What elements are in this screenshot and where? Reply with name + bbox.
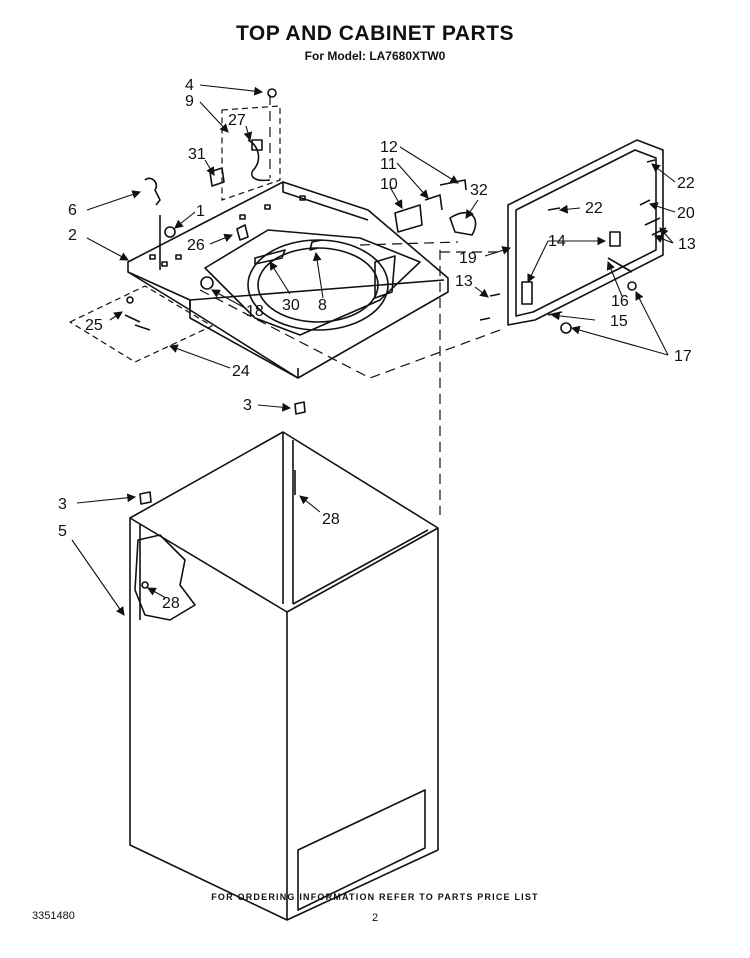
callout-25: 25 [85, 317, 103, 334]
leader-lines [71, 84, 676, 616]
hardware-pieces [124, 88, 667, 505]
callout-16: 16 [611, 293, 629, 310]
callout-18: 18 [246, 303, 264, 320]
callout-1: 1 [196, 203, 205, 220]
callout-11: 11 [380, 156, 397, 173]
part-27-wire [247, 139, 271, 182]
washer-lid [507, 139, 664, 326]
callout-3-side: 3 [58, 496, 67, 513]
callout-28-back: 28 [322, 511, 340, 528]
callout-labels: 4 9 27 31 6 1 2 26 25 24 18 30 8 10 11 1… [58, 77, 696, 612]
part-24-box [69, 285, 213, 363]
callout-13-hinge: 13 [678, 236, 696, 253]
ordering-note: FOR ORDERING INFORMATION REFER TO PARTS … [211, 892, 539, 902]
callout-22-lid: 22 [585, 200, 603, 217]
callout-32: 32 [470, 182, 488, 199]
callout-22-corner: 22 [677, 175, 695, 192]
callout-31: 31 [188, 146, 206, 163]
callout-27: 27 [228, 112, 246, 129]
callout-14: 14 [548, 233, 566, 250]
callout-15: 15 [610, 313, 628, 330]
callout-2: 2 [68, 227, 77, 244]
page-title: TOP AND CABINET PARTS [235, 22, 515, 45]
callout-3-top: 3 [243, 397, 252, 414]
page-number: 2 [372, 912, 379, 924]
callout-28-front: 28 [162, 595, 180, 612]
callout-26: 26 [187, 237, 205, 254]
callout-10: 10 [380, 176, 398, 193]
callout-12: 12 [380, 139, 398, 156]
callout-17: 17 [674, 348, 692, 365]
callout-20: 20 [677, 205, 695, 222]
callout-30: 30 [282, 297, 300, 314]
callout-9: 9 [185, 93, 194, 110]
callout-8: 8 [318, 297, 327, 314]
model-subtitle: For Model: LA7680XTW0 [304, 49, 446, 63]
callout-5: 5 [58, 523, 67, 540]
document-number: 3351480 [32, 910, 75, 922]
washer-cabinet [129, 431, 439, 921]
callout-13-lid: 13 [455, 273, 473, 290]
callout-24: 24 [232, 363, 250, 380]
callout-6: 6 [68, 202, 77, 219]
dashed-guides [199, 95, 505, 515]
callout-4: 4 [185, 77, 194, 94]
callout-19: 19 [459, 250, 477, 267]
